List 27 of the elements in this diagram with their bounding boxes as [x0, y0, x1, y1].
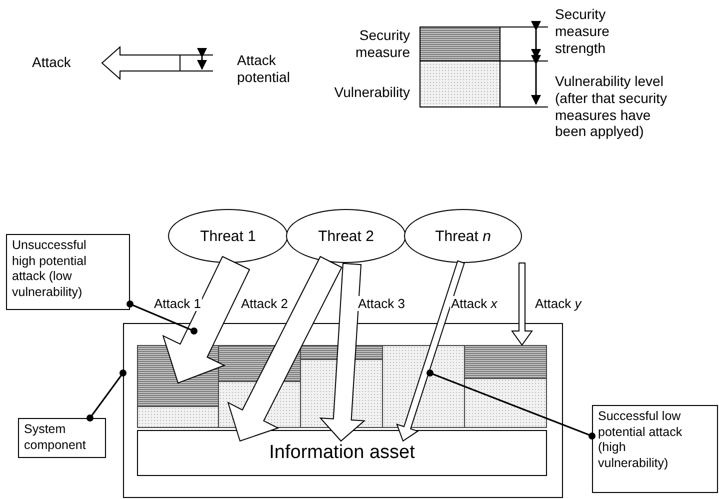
leader-line: [126, 300, 198, 334]
callout-box: System component: [18, 418, 106, 458]
block-arrow: [162, 256, 250, 384]
edge-label: Attack 3: [357, 296, 406, 311]
key-label: Security measure strength: [555, 6, 610, 56]
callout-box: Successful low potential attack (high vulnerability): [592, 405, 718, 493]
leader-line: [86, 370, 126, 422]
block-arrow: [227, 256, 342, 442]
layer-column: [464, 345, 547, 428]
edge-label: Attack x: [450, 296, 498, 311]
leader-line: [426, 370, 596, 440]
block-arrow: [396, 260, 465, 442]
block-arrow: [511, 262, 533, 346]
callout-box: Unsuccessful high potential attack (low vulnerability): [6, 234, 130, 310]
block-arrow: [319, 262, 366, 442]
key-label: Vulnerability level (after that security measures have been applyed): [555, 73, 668, 140]
edge-label: Attack 1: [153, 296, 202, 311]
key-label: Attack potential: [237, 52, 291, 86]
threat-ellipse: Threat 2: [286, 209, 406, 263]
key-label: Attack: [32, 54, 72, 71]
threat-ellipse: Threat 1: [168, 209, 288, 263]
edge-label: Attack y: [534, 296, 582, 311]
asset-box: Information asset: [137, 430, 547, 476]
threat-ellipse: Threat n: [404, 209, 522, 263]
edge-label: Attack 2: [240, 296, 289, 311]
key-label: Vulnerability: [333, 84, 410, 101]
key-label: Security measure: [354, 27, 410, 61]
